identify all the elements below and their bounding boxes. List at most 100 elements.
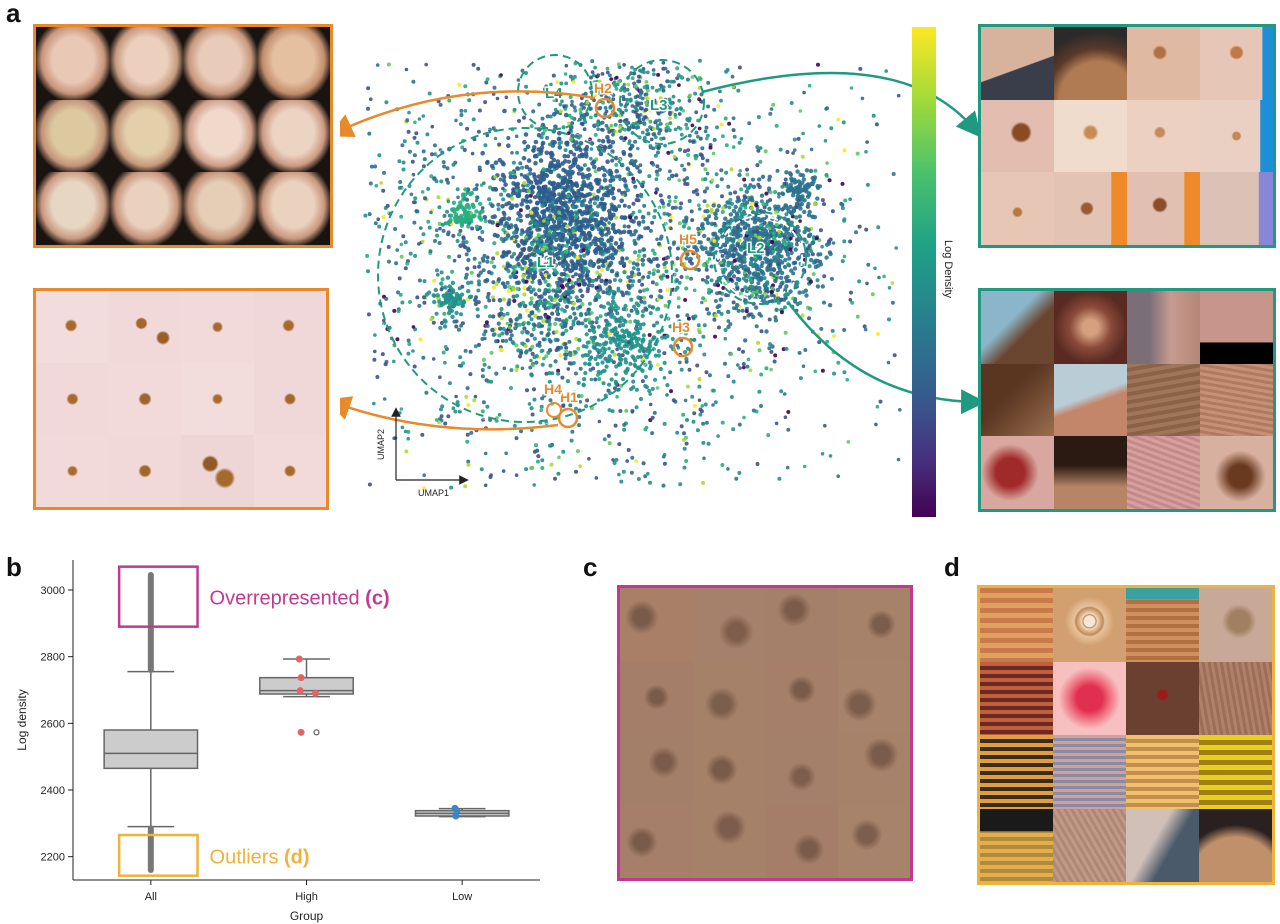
umap-point (562, 272, 567, 277)
umap-point (609, 314, 614, 319)
umap-point (541, 276, 546, 281)
umap-point (641, 219, 646, 224)
umap-point (855, 151, 860, 156)
umap-point (621, 469, 626, 474)
umap-point (772, 228, 777, 233)
umap-point (568, 295, 573, 300)
umap-point (849, 290, 853, 295)
umap-point (541, 337, 546, 342)
umap-point (779, 270, 785, 276)
umap-point (567, 187, 571, 191)
umap-point (590, 70, 595, 74)
umap-point (622, 264, 626, 268)
umap-point (599, 238, 604, 243)
umap-point (801, 131, 805, 136)
umap-point (605, 226, 611, 232)
umap-point (496, 277, 501, 282)
label-l3: L3 (650, 97, 668, 114)
umap-point (501, 186, 505, 191)
umap-point (676, 73, 681, 77)
umap-point (558, 345, 564, 350)
umap-point (512, 251, 517, 256)
umap-point (641, 461, 646, 466)
sticker-image-grid (978, 24, 1276, 248)
umap-point (489, 350, 494, 355)
umap-point (711, 151, 716, 156)
umap-point (481, 357, 486, 362)
umap-point (644, 425, 649, 430)
umap-point (651, 347, 656, 352)
umap-point (372, 401, 376, 406)
umap-point (635, 165, 640, 170)
umap-point (689, 276, 694, 281)
umap-point (848, 239, 853, 244)
umap-point (679, 201, 684, 206)
umap-point (610, 349, 615, 354)
umap-point (465, 386, 470, 391)
image-tile (1200, 172, 1273, 245)
umap-point (531, 276, 536, 281)
umap-point (636, 295, 641, 300)
umap-point (662, 376, 667, 380)
umap-point (685, 384, 690, 389)
umap-point (572, 390, 577, 395)
umap-point (499, 73, 503, 77)
umap-point (724, 251, 728, 256)
umap-point (797, 202, 802, 208)
umap-point (530, 428, 534, 433)
umap-point (529, 358, 533, 363)
umap-point (566, 154, 571, 159)
umap-point (601, 100, 605, 105)
umap-point (554, 317, 559, 322)
umap-point (793, 247, 798, 252)
umap-point (598, 314, 603, 319)
umap-point (791, 207, 796, 213)
umap-point (505, 262, 511, 268)
umap-point (611, 289, 616, 294)
umap-point (621, 322, 626, 328)
umap-point (397, 159, 402, 164)
umap-point (604, 323, 610, 328)
umap-point (603, 217, 609, 222)
umap-point (555, 184, 560, 190)
umap-point (887, 317, 891, 322)
image-tile (1126, 588, 1199, 662)
umap-point (415, 140, 420, 145)
umap-point (530, 184, 535, 189)
umap-point (526, 158, 532, 163)
umap-point (569, 361, 574, 366)
umap-point (495, 416, 499, 420)
umap-point (785, 150, 790, 154)
umap-point (556, 173, 561, 178)
umap-point (675, 343, 680, 348)
umap-point (458, 200, 463, 205)
umap-point (608, 340, 613, 345)
umap-point (443, 285, 448, 290)
umap-point (744, 309, 749, 314)
umap-point (567, 159, 571, 164)
umap-point (555, 287, 560, 292)
image-tile (108, 435, 181, 507)
umap-point (763, 286, 768, 291)
umap-point (633, 250, 638, 255)
umap-point (729, 352, 734, 356)
umap-point (842, 254, 847, 259)
umap-point (467, 294, 473, 300)
umap-point (571, 322, 576, 327)
umap-point (549, 302, 554, 307)
image-tile (253, 291, 326, 363)
umap-point (830, 328, 835, 333)
umap-point (526, 321, 531, 326)
umap-point (620, 190, 624, 195)
umap-point (676, 305, 681, 309)
umap-point (620, 328, 625, 333)
umap-point (466, 280, 471, 286)
umap-point (842, 328, 847, 332)
umap-point (769, 367, 773, 372)
umap-point (723, 328, 728, 332)
umap-point (617, 352, 621, 357)
umap-point (574, 194, 580, 200)
umap-point (686, 316, 691, 321)
umap-point (630, 76, 635, 81)
umap-point (490, 203, 495, 208)
